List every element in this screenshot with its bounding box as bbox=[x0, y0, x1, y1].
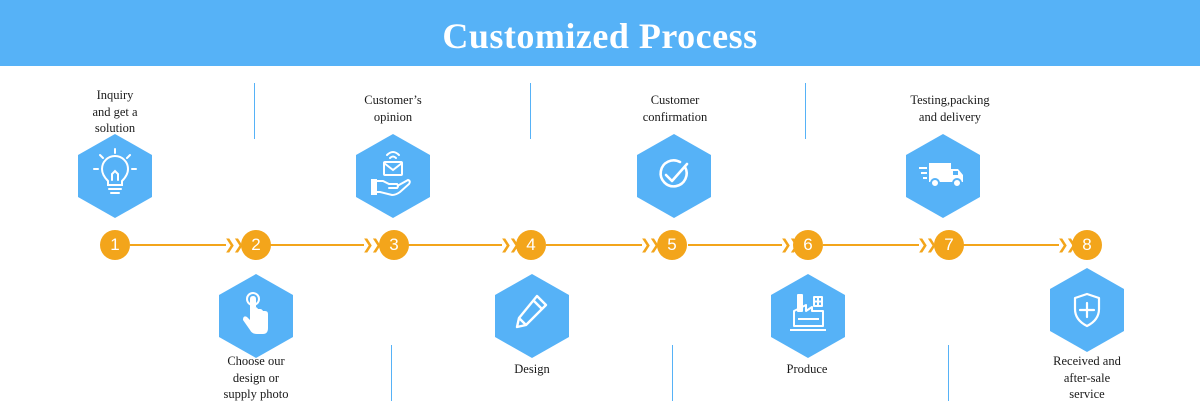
timeline-segment bbox=[823, 244, 919, 246]
step-8-number: 8 bbox=[1072, 230, 1102, 260]
step-2-hexagon bbox=[219, 274, 293, 358]
step-8-hexagon bbox=[1050, 268, 1124, 352]
chevron-right-icon: ❯❯ bbox=[917, 237, 938, 253]
step-7-number: 7 bbox=[934, 230, 964, 260]
timeline-segment bbox=[130, 244, 226, 246]
step-2-number: 2 bbox=[241, 230, 271, 260]
step-4-hexagon bbox=[495, 274, 569, 358]
page-title: Customized Process bbox=[442, 16, 758, 56]
divider bbox=[391, 345, 392, 401]
divider bbox=[254, 83, 255, 139]
step-7-hexagon bbox=[906, 134, 980, 218]
step-4-number: 4 bbox=[516, 230, 546, 260]
divider bbox=[530, 83, 531, 139]
divider bbox=[948, 345, 949, 401]
step-4-label: Design bbox=[514, 362, 550, 376]
timeline-segment bbox=[546, 244, 642, 246]
lightbulb-icon bbox=[93, 148, 137, 194]
timeline-segment bbox=[270, 244, 364, 246]
step-6-number: 6 bbox=[793, 230, 823, 260]
delivery-truck-icon bbox=[919, 163, 963, 188]
step-5-number: 5 bbox=[657, 230, 687, 260]
title-banner bbox=[0, 0, 1200, 66]
step-6-label: Produce bbox=[786, 362, 828, 376]
shield-plus-icon bbox=[1073, 292, 1101, 328]
timeline-segment bbox=[688, 244, 782, 246]
pencil-icon bbox=[515, 294, 548, 329]
factory-icon bbox=[790, 294, 826, 331]
step-1-number: 1 bbox=[100, 230, 130, 260]
timeline-segment bbox=[963, 244, 1059, 246]
step-5-hexagon bbox=[637, 134, 711, 218]
step-3-hexagon bbox=[356, 134, 430, 218]
check-circle-icon bbox=[659, 159, 689, 188]
chevron-right-icon: ❯❯ bbox=[640, 237, 661, 253]
step-3-number: 3 bbox=[379, 230, 409, 260]
touch-hand-icon bbox=[243, 292, 268, 334]
divider bbox=[672, 345, 673, 401]
divider bbox=[805, 83, 806, 139]
mail-hand-icon bbox=[371, 151, 411, 197]
chevron-right-icon: ❯❯ bbox=[224, 237, 245, 253]
step-6-hexagon bbox=[771, 274, 845, 358]
step-1-hexagon bbox=[78, 134, 152, 218]
timeline-segment bbox=[408, 244, 502, 246]
chevron-right-icon: ❯❯ bbox=[500, 237, 521, 253]
chevron-right-icon: ❯❯ bbox=[362, 237, 383, 253]
